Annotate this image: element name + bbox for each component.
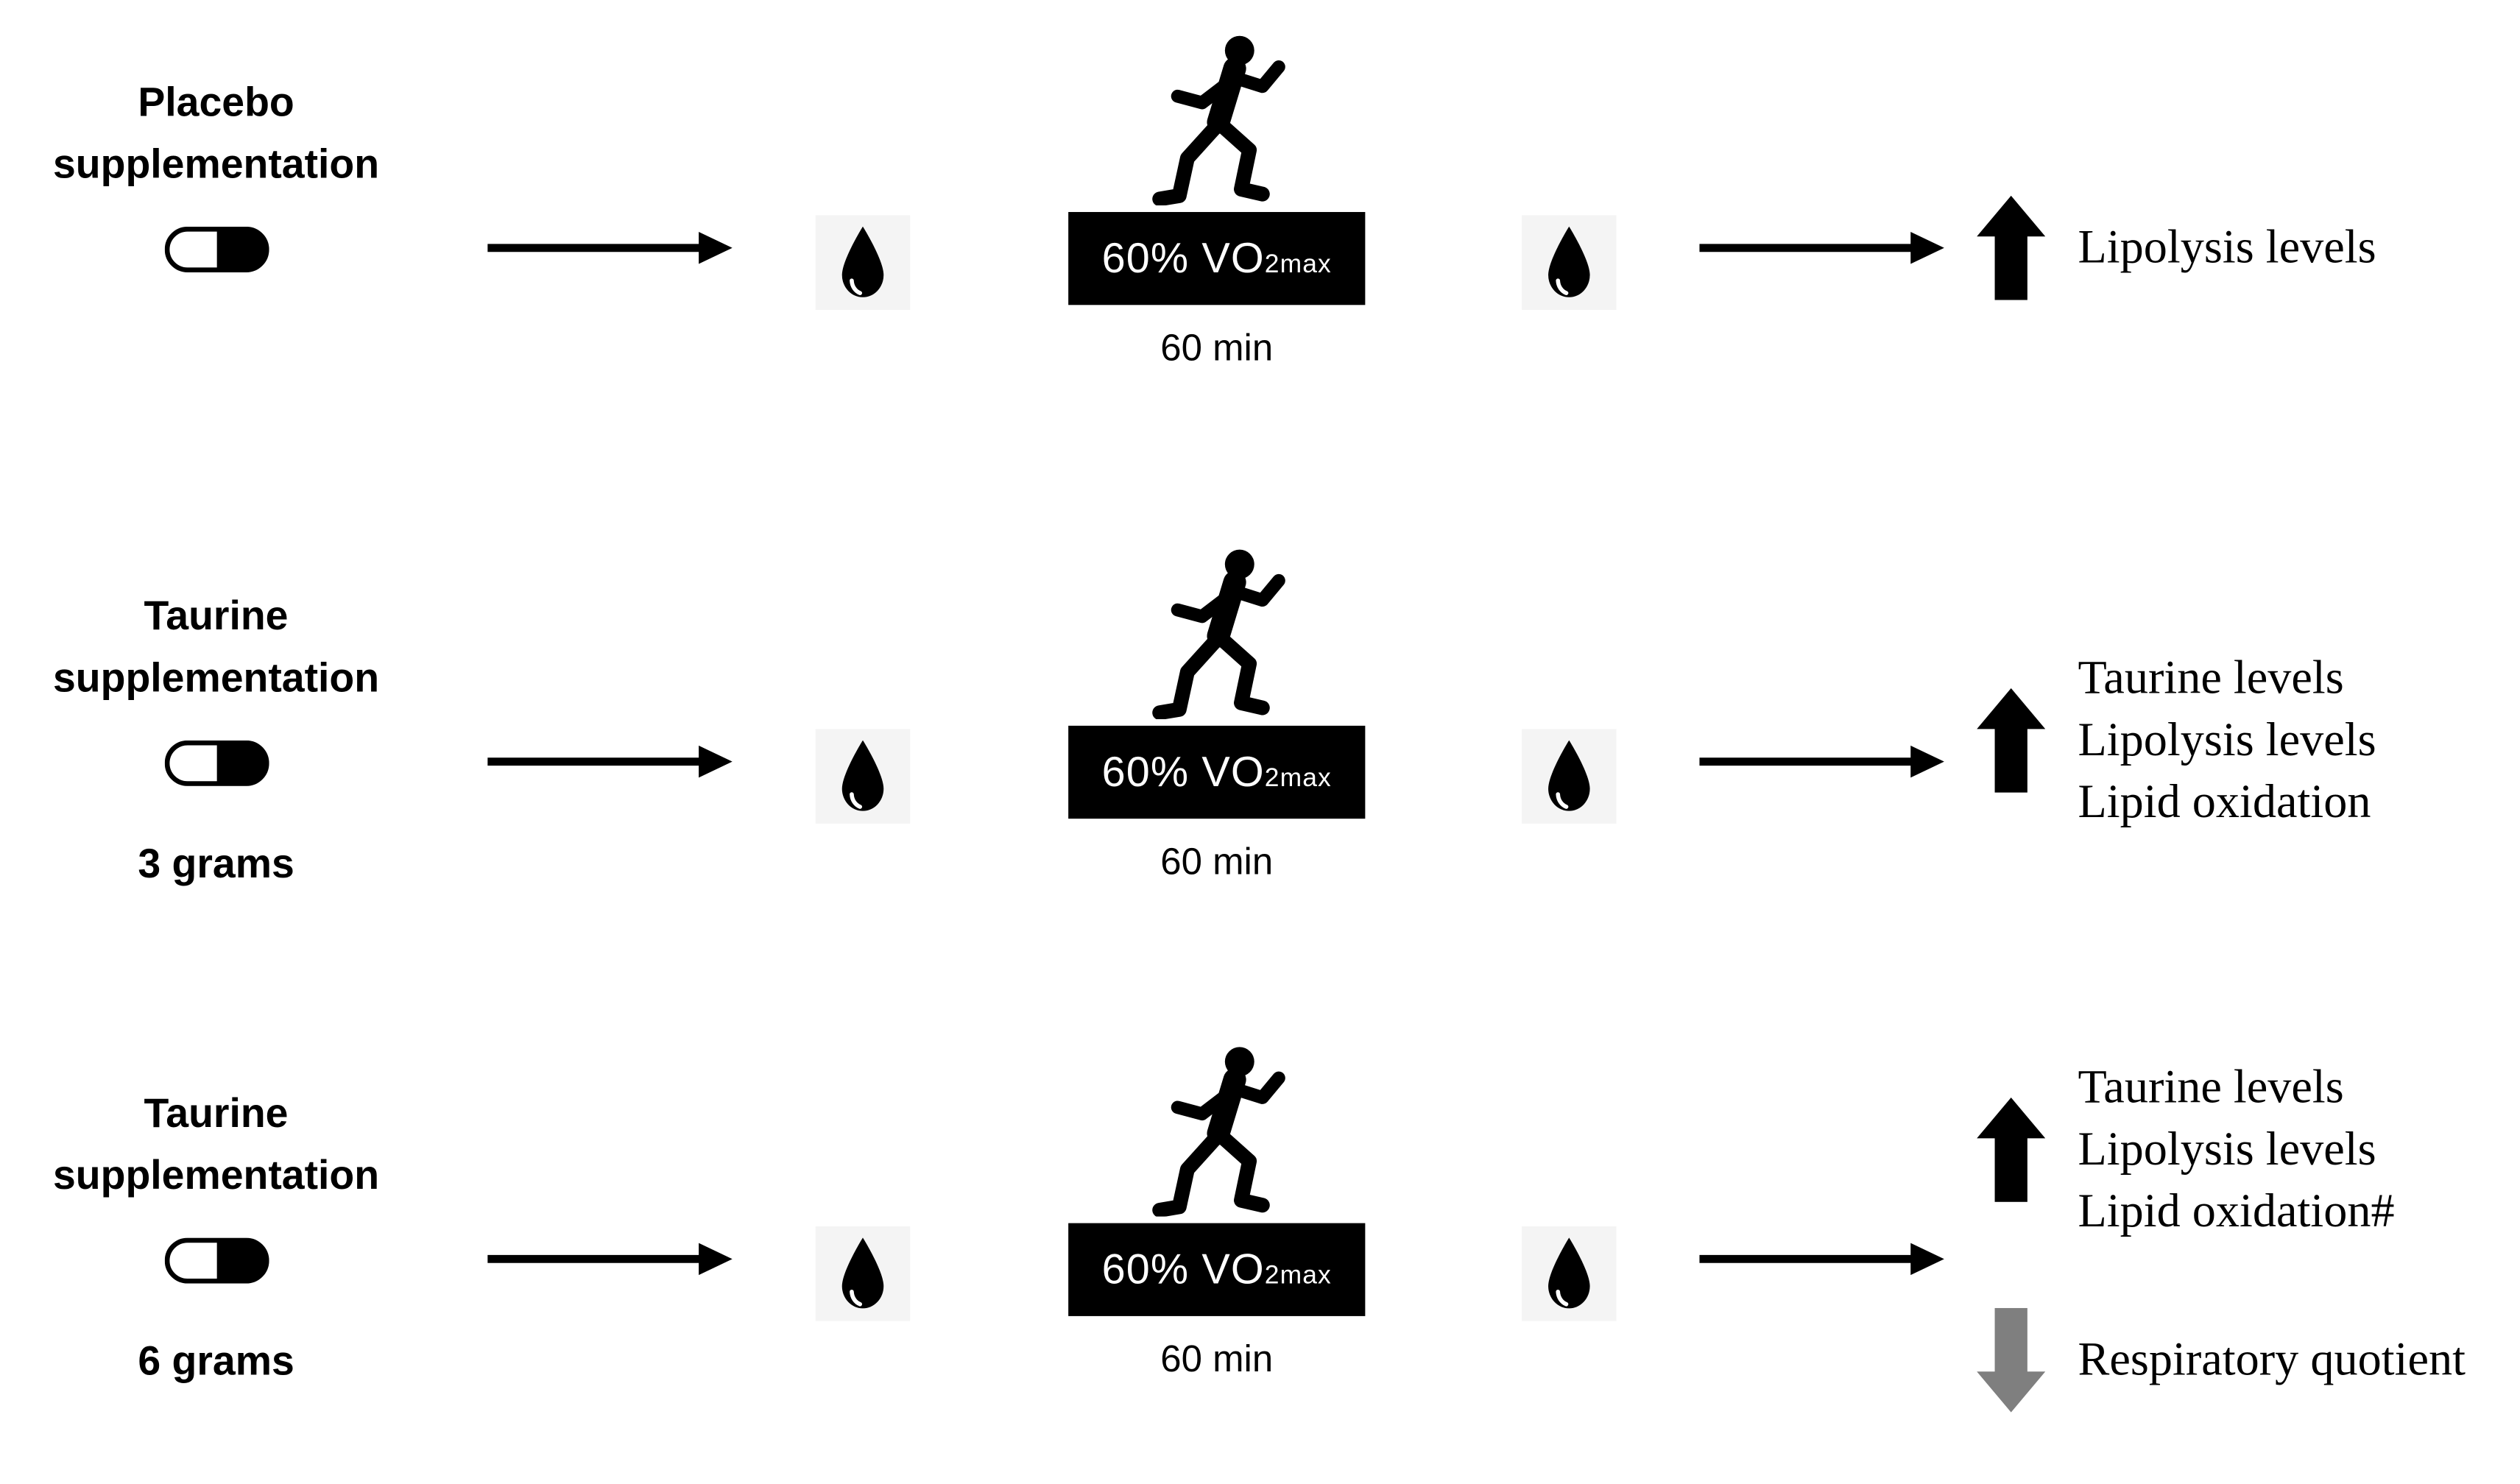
vo2-subscript: 2max (1264, 1261, 1332, 1290)
outcome-line: Taurine levels (2078, 652, 2344, 705)
vo2-label: 60% VO (1101, 233, 1265, 283)
outcome-line: Lipolysis levels (2078, 714, 2376, 767)
blood-sample-pre (815, 215, 911, 310)
outcome-list: Taurine levels Lipolysis levels Lipid ox… (2078, 1057, 2395, 1243)
right-arrow-icon (484, 1238, 733, 1281)
capsule-icon (165, 741, 269, 786)
up-arrow-icon (1977, 196, 2045, 300)
outcome-list: Taurine levels Lipolysis levels Lipid ox… (2078, 648, 2376, 834)
outcome-line: Lipolysis levels (2078, 1123, 2376, 1176)
increase-outcomes: Lipolysis levels (1977, 196, 2376, 300)
duration-label: 60 min (1160, 839, 1274, 883)
condition-label-line: Taurine (144, 593, 289, 640)
blood-drop-icon (835, 224, 890, 302)
blood-sample-pre (815, 729, 911, 824)
outcome-line: Taurine levels (2078, 1061, 2344, 1114)
blood-drop-icon (835, 737, 890, 815)
down-arrow-icon (1977, 1308, 2045, 1413)
duration-label: 60 min (1160, 326, 1274, 369)
increase-outcomes: Taurine levels Lipolysis levels Lipid ox… (1977, 1057, 2395, 1243)
blood-sample-pre (815, 1226, 911, 1321)
up-arrow-icon (1977, 1098, 2045, 1202)
vo2-subscript: 2max (1264, 763, 1332, 792)
up-arrow-icon (1977, 688, 2045, 793)
right-arrow-icon (1696, 741, 1944, 783)
outcome-line: Respiratory quotient (2078, 1334, 2466, 1387)
dose-label: 6 grams (138, 1338, 294, 1385)
blood-drop-icon (835, 1234, 890, 1312)
vo2-subscript: 2max (1264, 250, 1332, 278)
outcome-list: Lipolysis levels (2078, 217, 2376, 279)
capsule-icon (165, 227, 269, 272)
blood-drop-icon (1542, 224, 1597, 302)
vo2-label: 60% VO (1101, 746, 1265, 796)
condition-label: Taurine supplementation (16, 585, 416, 709)
outcome-line: Lipolysis levels (2078, 222, 2376, 275)
condition-label-line: Taurine (144, 1091, 289, 1137)
runner-icon (1142, 546, 1292, 719)
right-arrow-icon (484, 227, 733, 269)
condition-label: Taurine supplementation (16, 1083, 416, 1206)
blood-sample-post (1522, 729, 1617, 824)
outcome-line: Lipid oxidation (2078, 776, 2371, 829)
blood-sample-post (1522, 1226, 1617, 1321)
condition-label-line: Placebo (138, 80, 294, 126)
right-arrow-icon (1696, 1238, 1944, 1281)
decrease-outcomes: Respiratory quotient (1977, 1308, 2466, 1413)
runner-icon (1142, 32, 1292, 205)
right-arrow-icon (484, 741, 733, 783)
increase-outcomes: Taurine levels Lipolysis levels Lipid ox… (1977, 648, 2376, 834)
condition-label: Placebo supplementation (16, 71, 416, 195)
duration-label: 60 min (1160, 1337, 1274, 1380)
blood-sample-post (1522, 215, 1617, 310)
capsule-icon (165, 1238, 269, 1284)
condition-label-line: supplementation (52, 1153, 380, 1199)
blood-drop-icon (1542, 737, 1597, 815)
blood-drop-icon (1542, 1234, 1597, 1312)
outcome-list: Respiratory quotient (2078, 1329, 2466, 1391)
vo2-label: 60% VO (1101, 1244, 1265, 1293)
condition-label-line: supplementation (52, 655, 380, 702)
outcome-line: Lipid oxidation# (2078, 1185, 2395, 1238)
dose-label: 3 grams (138, 841, 294, 888)
right-arrow-icon (1696, 227, 1944, 269)
condition-label-line: supplementation (52, 141, 380, 188)
runner-icon (1142, 1044, 1292, 1217)
